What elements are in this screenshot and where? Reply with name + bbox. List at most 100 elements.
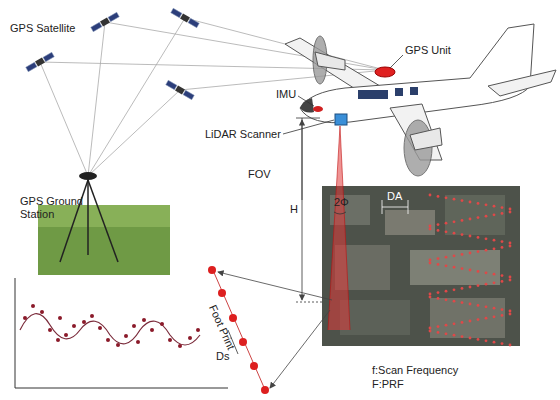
scan-dot	[501, 274, 504, 277]
scan-dot	[477, 216, 480, 219]
dimension-label: Ds	[216, 350, 229, 363]
scan-dot	[501, 308, 504, 311]
satellite-image-part	[385, 210, 435, 235]
scan-dot	[477, 284, 480, 287]
scan-dot	[453, 220, 456, 223]
scan-dot	[453, 266, 456, 269]
aircraft-part	[488, 70, 556, 96]
ground-station-part	[88, 180, 118, 262]
scan-dot	[445, 256, 448, 259]
satellite-signal-lines-part	[40, 62, 88, 176]
footprint-callout-part	[218, 289, 226, 297]
leader-lines-part	[296, 302, 322, 303]
footprint-callout-part	[208, 266, 216, 274]
scan-dot	[429, 262, 432, 265]
profile-graph-part-part	[124, 334, 128, 338]
profile-graph-part-part	[23, 316, 27, 320]
scan-dot	[437, 291, 440, 294]
profile-graph-part-part	[82, 320, 86, 324]
ground-station-part	[60, 180, 88, 262]
scan-dot	[437, 229, 440, 232]
leader-lines-part	[302, 120, 303, 200]
scan-dot	[453, 232, 456, 235]
profile-graph-part-part	[106, 338, 110, 342]
scan-dot	[429, 330, 432, 333]
leader-lines-part	[298, 96, 314, 106]
scan-dot	[477, 304, 480, 307]
scan-dot	[461, 267, 464, 270]
scan-dot	[445, 230, 448, 233]
scan-dot	[445, 298, 448, 301]
scan-dot	[493, 247, 496, 250]
footprint-callout-part	[229, 314, 237, 322]
scan-dot	[477, 202, 480, 205]
scan-pattern	[429, 194, 512, 347]
scan-dot	[437, 331, 440, 334]
scan-dot	[461, 287, 464, 290]
profile-graph-part-part	[168, 338, 172, 342]
scan-dot	[437, 257, 440, 260]
scan-dot	[493, 239, 496, 242]
scan-dot	[485, 305, 488, 308]
scan-dot	[469, 320, 472, 323]
profile-graph-part-part	[136, 340, 140, 344]
scan-dot	[485, 317, 488, 320]
dimension-label: DA	[387, 190, 402, 203]
scan-dot	[429, 293, 432, 296]
scan-dot	[501, 314, 504, 317]
profile-graph-part-part	[116, 343, 120, 347]
scan-dot	[485, 339, 488, 342]
leader-lines-part	[390, 55, 403, 68]
component-label: FOV	[248, 168, 271, 181]
scan-dot	[493, 205, 496, 208]
scan-dot	[493, 315, 496, 318]
scan-dot	[509, 208, 512, 211]
scan-dot	[477, 318, 480, 321]
satellite-image-part	[445, 195, 505, 235]
profile-graph-part-part	[178, 344, 182, 348]
aircraft-part	[410, 87, 418, 95]
scan-dot	[509, 276, 512, 279]
scan-dot	[453, 288, 456, 291]
profile-graph-part-part	[160, 322, 164, 326]
scan-dot	[445, 264, 448, 267]
profile-graph-part-part	[56, 338, 60, 342]
scan-dot	[509, 310, 512, 313]
dimension-label: H	[290, 203, 298, 216]
scan-dot	[469, 269, 472, 272]
profile-graph-part-part	[98, 326, 102, 330]
scan-dot	[501, 246, 504, 249]
aircraft-part	[300, 98, 314, 113]
scan-dot	[501, 342, 504, 345]
profile-graph-part-part	[72, 324, 76, 328]
aircraft-part	[410, 128, 442, 150]
scan-dot	[445, 222, 448, 225]
scan-dot	[461, 301, 464, 304]
scan-dot	[485, 249, 488, 252]
scan-dot	[429, 225, 432, 228]
profile-graph-part-part	[150, 328, 154, 332]
scan-dot	[477, 338, 480, 341]
legend-note: F:PRF	[372, 378, 404, 391]
scan-dot	[485, 215, 488, 218]
scan-dot	[469, 252, 472, 255]
gps-satellites	[26, 8, 200, 100]
gps-satellites-part	[166, 80, 195, 100]
satellite-image-part	[410, 250, 500, 285]
ground-station-part	[79, 172, 97, 180]
scan-dot	[485, 203, 488, 206]
footprint-label: Foot Print	[206, 303, 237, 352]
scan-dot	[485, 283, 488, 286]
profile-graph-part	[15, 278, 228, 388]
aircraft-part	[395, 88, 403, 96]
scan-dot	[429, 194, 432, 197]
scan-dot	[445, 196, 448, 199]
scan-dot	[453, 334, 456, 337]
scan-dot	[453, 198, 456, 201]
scan-dot	[469, 337, 472, 340]
aircraft-part	[375, 67, 395, 77]
scan-dot	[509, 242, 512, 245]
scan-dot	[445, 324, 448, 327]
footprint-callout-part	[250, 362, 258, 370]
gps-satellites-part	[26, 52, 55, 72]
